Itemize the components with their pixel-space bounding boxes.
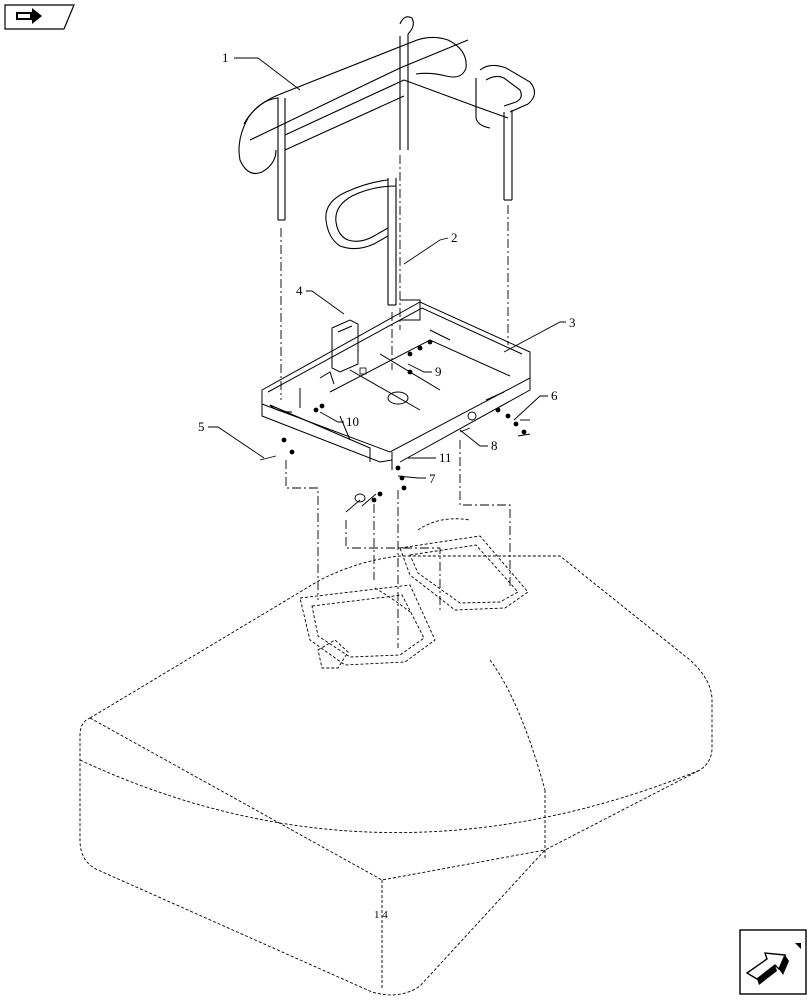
next-page-button[interactable] [739, 929, 807, 1000]
callout-5: 5 [198, 419, 205, 434]
cab-roof [79, 555, 713, 996]
callout-10: 10 [346, 414, 359, 429]
roof-openings [299, 518, 529, 669]
plate-part-4 [331, 319, 359, 373]
callout-7: 7 [429, 471, 436, 486]
previous-page-arrow-icon [4, 4, 75, 30]
handrail-part-2 [325, 178, 397, 306]
handrail-part-1 [238, 16, 536, 221]
next-page-arrow-icon [739, 929, 807, 995]
previous-page-button[interactable] [4, 4, 76, 35]
callout-1: 1 [222, 50, 229, 65]
callout-2: 2 [451, 230, 458, 245]
callout-3: 3 [569, 315, 576, 330]
callout-4: 4 [296, 283, 303, 298]
callout-6: 6 [551, 388, 558, 403]
callout-labels: 1 2 3 4 5 6 7 8 9 10 11 1 4 [198, 50, 576, 921]
leader-lines [208, 57, 566, 479]
footer-mark: 1 4 [374, 909, 388, 921]
lower-fasteners [259, 411, 531, 513]
assembly-lines [280, 155, 511, 648]
callout-8: 8 [491, 438, 498, 453]
callout-9: 9 [435, 364, 442, 379]
tray-fasteners [281, 339, 527, 503]
platform-tray-part-3 [261, 299, 531, 470]
callout-11: 11 [439, 450, 452, 465]
